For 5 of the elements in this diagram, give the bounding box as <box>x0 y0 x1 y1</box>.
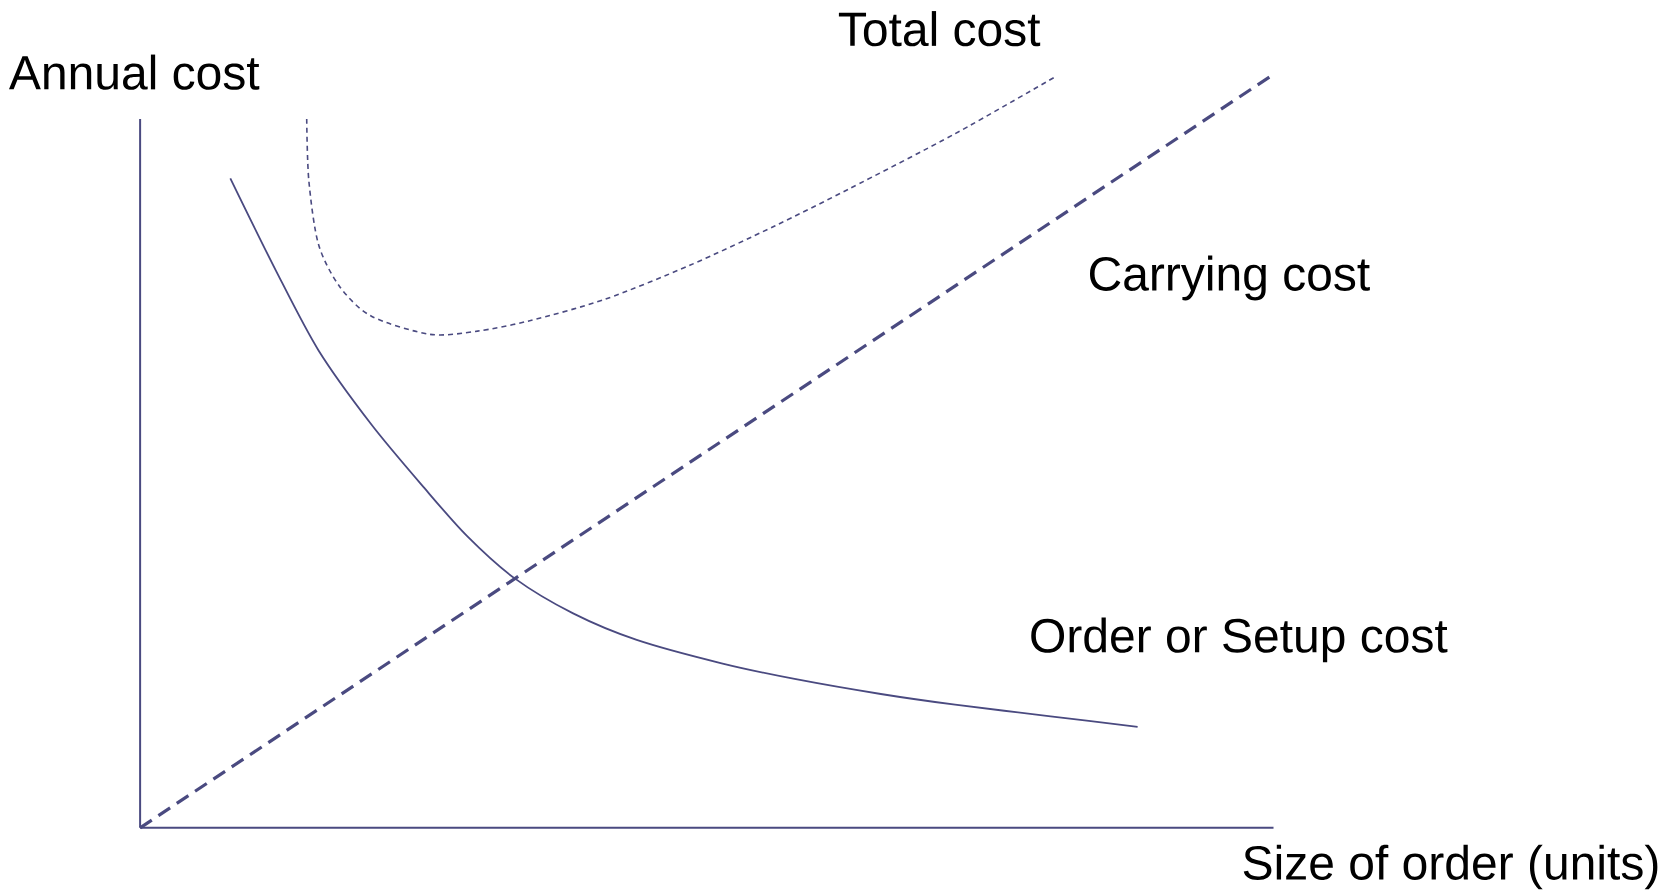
axis-label: Annual cost <box>9 54 260 90</box>
axis-label: Size of order (units) <box>1243 844 1658 890</box>
curve-label: Order or Setup cost <box>1031 617 1448 663</box>
curve-label: Carrying cost <box>1090 255 1370 301</box>
curve-label: Total cost <box>838 11 1041 47</box>
